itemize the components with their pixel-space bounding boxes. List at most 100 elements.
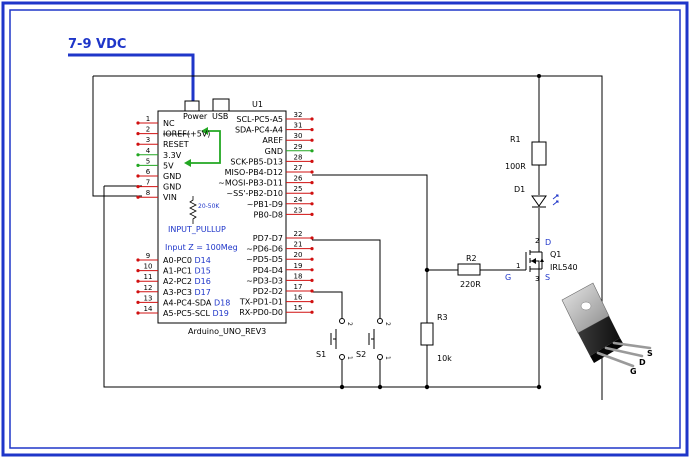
left-pin-number: 14 (144, 305, 153, 313)
left-pin-suffix: D18 (211, 298, 230, 307)
right-pin-number: 23 (294, 206, 303, 214)
right-pin-number: 15 (294, 304, 303, 312)
right-pin-21: 21~PD6-D6 (246, 241, 314, 254)
right-pin-number: 26 (294, 175, 303, 183)
left-pin-name: IOREF(+5V) (163, 130, 210, 139)
left-pin-name: GND (163, 172, 181, 181)
s2-pin-1: 1 (384, 356, 391, 360)
left-pin-number: 12 (144, 284, 153, 292)
left-pin-5: 5 5V (136, 157, 174, 170)
right-pin-name: PD2-D2 (253, 287, 283, 296)
left-pin-name: A5-PC5-SCL D19 (163, 309, 229, 318)
ioref-link (191, 130, 221, 164)
pullup-label: INPUT_PULLUP (168, 225, 226, 234)
top-rail-wire (93, 75, 603, 400)
right-pin-group: 32SCL-PC5-A531SDA-PC4-A430AREF29GND28SCK… (218, 111, 314, 317)
r3-value: 10k (437, 354, 452, 363)
right-pin-number: 31 (294, 122, 303, 130)
ioref-arrow (201, 127, 208, 135)
right-pin-name: AREF (262, 136, 283, 145)
left-pin-suffix: D16 (192, 277, 211, 286)
right-pin-number: 18 (294, 272, 303, 280)
right-pin-25: 25~SS'-PB2-D10 (226, 185, 314, 198)
r3-ref: R3 (437, 313, 448, 322)
left-pin-name: NC (163, 119, 175, 128)
r1-body (531, 141, 547, 166)
to220-package-image (561, 282, 652, 368)
left-pin-number: 2 (146, 126, 150, 134)
left-pin-number: 5 (146, 157, 150, 165)
d7-to-s2-wire (312, 239, 381, 318)
left-pin-number: 10 (144, 263, 153, 271)
right-pin-name: PB0-D8 (253, 210, 283, 219)
usb-jack (212, 98, 230, 112)
right-pin-number: 24 (294, 196, 303, 204)
left-pin-number: 8 (146, 189, 150, 197)
d1-light-rays (552, 194, 559, 206)
inner-frame (9, 9, 681, 449)
left-pin-suffix: D14 (192, 256, 211, 265)
power-label: Power (183, 112, 208, 121)
right-pin-number: 30 (294, 132, 303, 140)
right-pin-name: SCL-PC5-A5 (236, 115, 283, 124)
d12-to-gate-wire (312, 174, 526, 271)
q1-pin-2: 2 (535, 237, 539, 245)
ground-rail-wire (103, 185, 540, 388)
left-pin-name: A0-PC0 D14 (163, 256, 211, 265)
q1-pin-1: 1 (516, 262, 520, 270)
right-pin-name: PD7-D7 (253, 234, 283, 243)
left-pin-suffix: D17 (192, 288, 211, 297)
r1-ref: R1 (510, 135, 521, 144)
fivev-arrow (184, 159, 191, 167)
left-pin-number: 6 (146, 168, 151, 176)
s1-switch-symbol (330, 318, 345, 360)
supply-wire (68, 53, 195, 102)
left-pin-number: 3 (146, 136, 150, 144)
q1-mosfet-symbol (525, 232, 543, 280)
vin-wire (92, 76, 142, 197)
right-pin-name: ~MOSI-PB3-D11 (218, 179, 283, 188)
right-pin-name: RX-PD0-D0 (239, 308, 283, 317)
right-pin-name: MISO-PB4-D12 (225, 168, 283, 177)
s2-pin-2: 2 (384, 322, 391, 326)
right-pin-number: 17 (294, 283, 303, 291)
pullup-resistor (189, 196, 197, 224)
right-pin-name: ~PB1-D9 (247, 200, 283, 209)
s2-switch-symbol (368, 318, 383, 360)
right-pin-number: 22 (294, 230, 303, 238)
package-pin-s: S (647, 349, 653, 358)
package-pin-g: G (630, 367, 637, 376)
switch-ground-wire (341, 360, 381, 387)
supply-label: 7-9 VDC (68, 37, 126, 52)
power-jack (184, 100, 200, 112)
q1-pin-g: G (505, 273, 511, 282)
left-pin-number: 1 (146, 115, 150, 123)
pullup-value: 20-50K (198, 203, 220, 210)
arduino-body (157, 110, 287, 324)
left-pin-name: GND (163, 183, 181, 192)
left-pin-name: 5V (163, 161, 174, 170)
right-pin-name: ~PD3-D3 (246, 276, 283, 285)
s2-ref: S2 (356, 350, 366, 359)
right-pin-number: 19 (294, 262, 303, 270)
left-pin-number: 9 (146, 252, 150, 260)
right-pin-number: 20 (294, 251, 303, 259)
q1-pin-3: 3 (535, 275, 539, 283)
